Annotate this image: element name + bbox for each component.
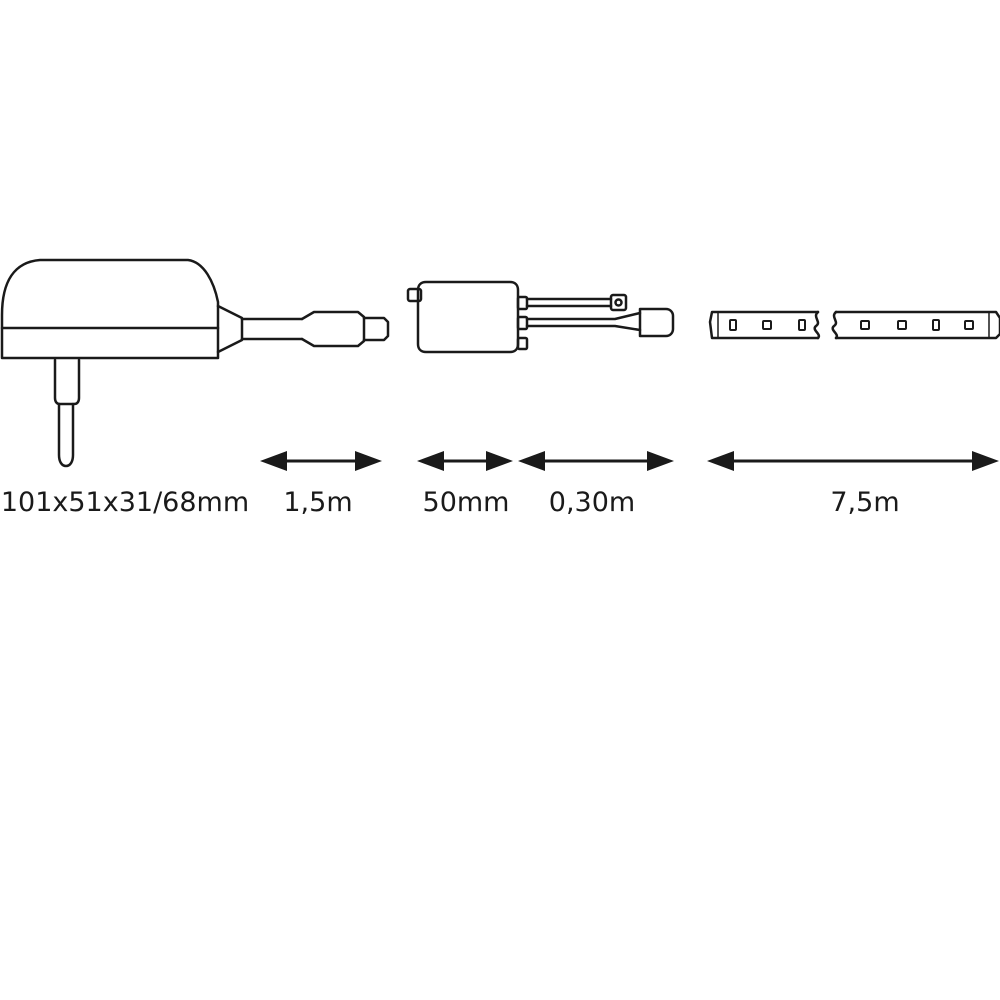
led-strip-break-right	[831, 310, 839, 340]
led-chip	[762, 320, 772, 330]
controller-length-label: 50mm	[423, 487, 510, 518]
power-adapter-cable	[240, 317, 304, 341]
adapter-cable-length-label: 1,5m	[283, 487, 352, 518]
dimension-labels: 101x51x31/68mm 1,5m 50mm 0,30m 7,5m	[1, 487, 900, 518]
led-strip-segment-right	[834, 310, 1000, 340]
connector-lead-wire-top	[525, 297, 613, 308]
connector-lead-wire-bottom	[525, 311, 642, 332]
led-strip-drawing	[708, 310, 1000, 340]
led-strip-break-left	[813, 310, 821, 340]
dimension-arrow-controller	[417, 451, 513, 471]
power-adapter-strain-relief	[216, 304, 244, 354]
mains-prong-front	[53, 358, 81, 406]
led-chip	[798, 319, 806, 331]
ir-sensor	[609, 293, 628, 312]
dimension-arrow-strip	[707, 451, 999, 471]
strip-connector-plug	[638, 307, 675, 338]
dc-plug-tip	[362, 316, 390, 342]
dimension-arrows	[260, 451, 999, 471]
strip-length-label: 7,5m	[830, 487, 899, 518]
power-adapter-body	[0, 258, 220, 360]
controller-port-bottom	[516, 336, 529, 351]
led-chip	[860, 320, 870, 330]
controller-mount-tab	[406, 287, 423, 303]
dimension-arrow-lead	[518, 451, 674, 471]
led-strip-segment-left	[708, 310, 820, 340]
dimension-arrow-adapter-cable	[260, 451, 382, 471]
controller-port-top	[516, 295, 529, 311]
led-chip	[897, 320, 907, 330]
led-chip	[964, 320, 974, 330]
ir-sensor-eye	[614, 298, 623, 307]
controller-box	[416, 280, 520, 354]
mains-prong-back	[57, 402, 75, 468]
lead-length-label: 0,30m	[549, 487, 635, 518]
controller-port-middle	[516, 315, 529, 331]
controller-drawing	[406, 280, 675, 354]
adapter-size-label: 101x51x31/68mm	[1, 487, 249, 518]
power-adapter-drawing	[0, 258, 390, 468]
led-chip	[729, 319, 737, 331]
led-chip	[932, 319, 940, 331]
dc-plug-collar	[300, 310, 366, 348]
